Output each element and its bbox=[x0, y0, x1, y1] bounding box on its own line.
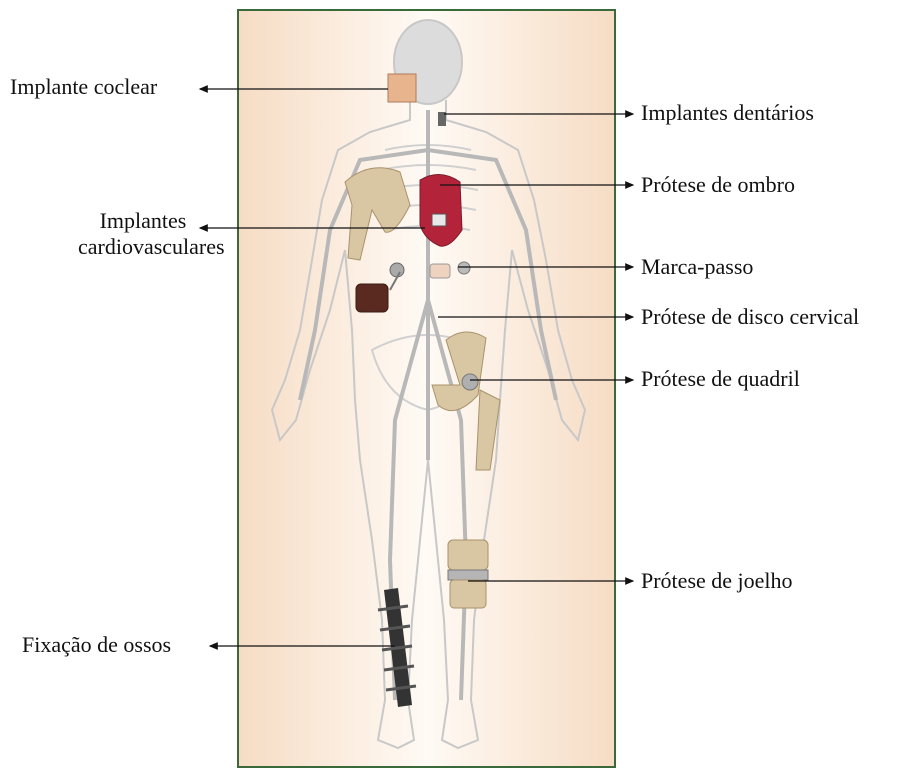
hip-ball-joint bbox=[462, 374, 478, 390]
label-implantes-cardio-line1: Implantes bbox=[78, 208, 208, 234]
label-implantes-cardio-line2: cardiovasculares bbox=[78, 234, 208, 260]
label-implantes-dentarios: Implantes dentários bbox=[641, 100, 814, 126]
cochlear-implant bbox=[388, 74, 416, 102]
knee-prosthesis bbox=[448, 540, 488, 608]
label-marca-passo: Marca-passo bbox=[641, 254, 753, 280]
label-protese-quadril: Prótese de quadril bbox=[641, 366, 800, 392]
label-fixacao-ossos: Fixação de ossos bbox=[22, 632, 171, 658]
label-implantes-cardiovasculares: Implantes cardiovasculares bbox=[78, 208, 208, 260]
label-implante-coclear: Implante coclear bbox=[10, 74, 157, 100]
label-protese-disco-cervical: Prótese de disco cervical bbox=[641, 304, 859, 330]
label-protese-ombro: Prótese de ombro bbox=[641, 172, 795, 198]
label-protese-joelho: Prótese de joelho bbox=[641, 568, 793, 594]
